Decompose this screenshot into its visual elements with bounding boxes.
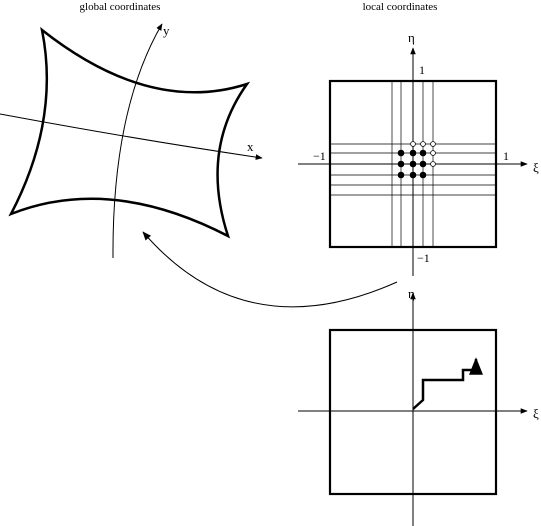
open-point <box>430 161 436 167</box>
local-reference-square-top: ξ η 1 −1 1 −1 <box>298 30 539 276</box>
global-x-label: x <box>247 139 254 154</box>
filled-point <box>397 171 405 179</box>
global-coordinates-caption: global coordinates <box>80 1 161 13</box>
filled-point <box>409 160 417 168</box>
eta-label-bottom: η <box>408 286 415 301</box>
global-x-axis <box>0 113 263 160</box>
path-trajectory <box>412 357 483 410</box>
tick-label-xi-pos: 1 <box>503 149 509 163</box>
open-point <box>430 141 436 147</box>
filled-point <box>419 160 427 168</box>
tick-label-xi-neg: −1 <box>313 149 326 163</box>
local-reference-square-bottom: ξ η <box>298 286 539 526</box>
tick-label-eta-neg: −1 <box>417 251 430 265</box>
tick-label-eta-pos: 1 <box>419 63 425 77</box>
filled-point <box>419 171 427 179</box>
filled-point <box>397 149 405 157</box>
open-point <box>430 150 436 156</box>
global-element-group: x y <box>0 23 263 259</box>
global-y-axis <box>112 23 163 259</box>
open-point <box>410 141 416 147</box>
local-coordinates-caption: local coordinates <box>363 1 438 13</box>
filled-point <box>397 160 405 168</box>
filled-point <box>409 171 417 179</box>
quadrature-points-open <box>410 141 436 167</box>
open-point <box>420 141 426 147</box>
eta-label-top: η <box>408 30 415 45</box>
quadrature-points-filled <box>397 149 427 179</box>
curved-element-boundary <box>8 26 251 239</box>
mapping-arrow <box>142 231 398 308</box>
filled-point <box>409 149 417 157</box>
global-y-label: y <box>163 23 170 38</box>
xi-label-bottom: ξ <box>533 406 539 421</box>
filled-point <box>419 149 427 157</box>
xi-label-top: ξ <box>533 160 539 175</box>
